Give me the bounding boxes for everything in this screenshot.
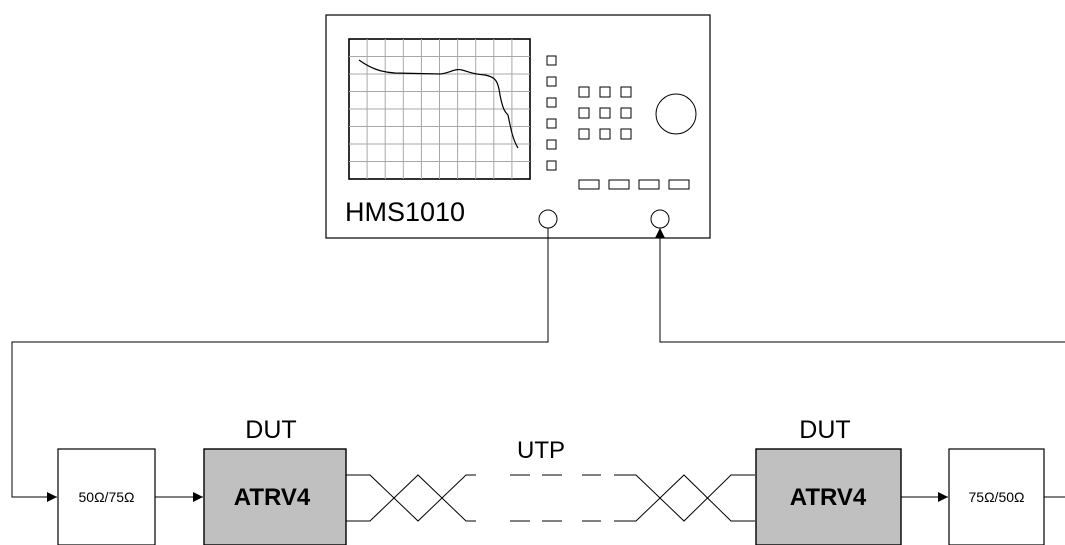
- side-button: [546, 97, 557, 108]
- softkey: [608, 179, 630, 190]
- side-button: [546, 118, 557, 129]
- softkey: [638, 179, 660, 190]
- keypad-key: [578, 107, 590, 119]
- side-button: [546, 139, 557, 150]
- impedance-converter-right-label: 75Ω/50Ω: [969, 489, 1025, 505]
- output-port: [538, 209, 558, 229]
- keypad-key: [620, 86, 632, 98]
- keypad: [578, 86, 632, 140]
- left-chain: 50Ω/75Ω DUT ATRV4: [57, 416, 347, 545]
- keypad-key: [578, 86, 590, 98]
- input-port: [650, 209, 670, 229]
- keypad-key: [599, 128, 611, 140]
- utp-dashes: [510, 474, 601, 522]
- keypad-key: [620, 128, 632, 140]
- side-button: [546, 160, 557, 171]
- utp-twist-left: [346, 474, 476, 522]
- measurement-trace: [358, 59, 519, 149]
- side-button: [546, 55, 557, 66]
- atrv4-device-right: [755, 448, 902, 545]
- keypad-key: [578, 128, 590, 140]
- hms1010-instrument: HMS1010: [325, 14, 711, 239]
- atrv4-device-left: [203, 448, 347, 545]
- side-button: [546, 76, 557, 87]
- impedance-converter-left-label: 50Ω/75Ω: [79, 489, 135, 505]
- utp-twist-left-b: [346, 474, 476, 522]
- utp-cable: UTP: [346, 437, 755, 522]
- utp-twist-right-b: [614, 474, 755, 522]
- utp-label: UTP: [517, 437, 565, 464]
- impedance-converter-right: [948, 448, 1045, 545]
- rotary-knob: [655, 93, 697, 135]
- instrument-label: HMS1010: [345, 197, 465, 227]
- keypad-key: [599, 107, 611, 119]
- atrv4-device-left-label: ATRV4: [234, 484, 311, 511]
- utp-twist-right: [614, 474, 755, 522]
- dut-right-label: DUT: [799, 416, 850, 444]
- screen-side-buttons: [546, 55, 557, 171]
- right-chain: DUT ATRV4 75Ω/50Ω: [755, 416, 1065, 545]
- return-signal-line: [655, 228, 1065, 343]
- output-signal-line: [11, 228, 549, 502]
- keypad-key: [620, 107, 632, 119]
- screen-grid: [349, 39, 530, 179]
- dut-left-label: DUT: [245, 416, 296, 444]
- softkey: [578, 179, 600, 190]
- softkey: [668, 179, 690, 190]
- atrv4-device-right-label: ATRV4: [790, 484, 867, 511]
- keypad-key: [599, 86, 611, 98]
- softkey-row: [578, 179, 690, 190]
